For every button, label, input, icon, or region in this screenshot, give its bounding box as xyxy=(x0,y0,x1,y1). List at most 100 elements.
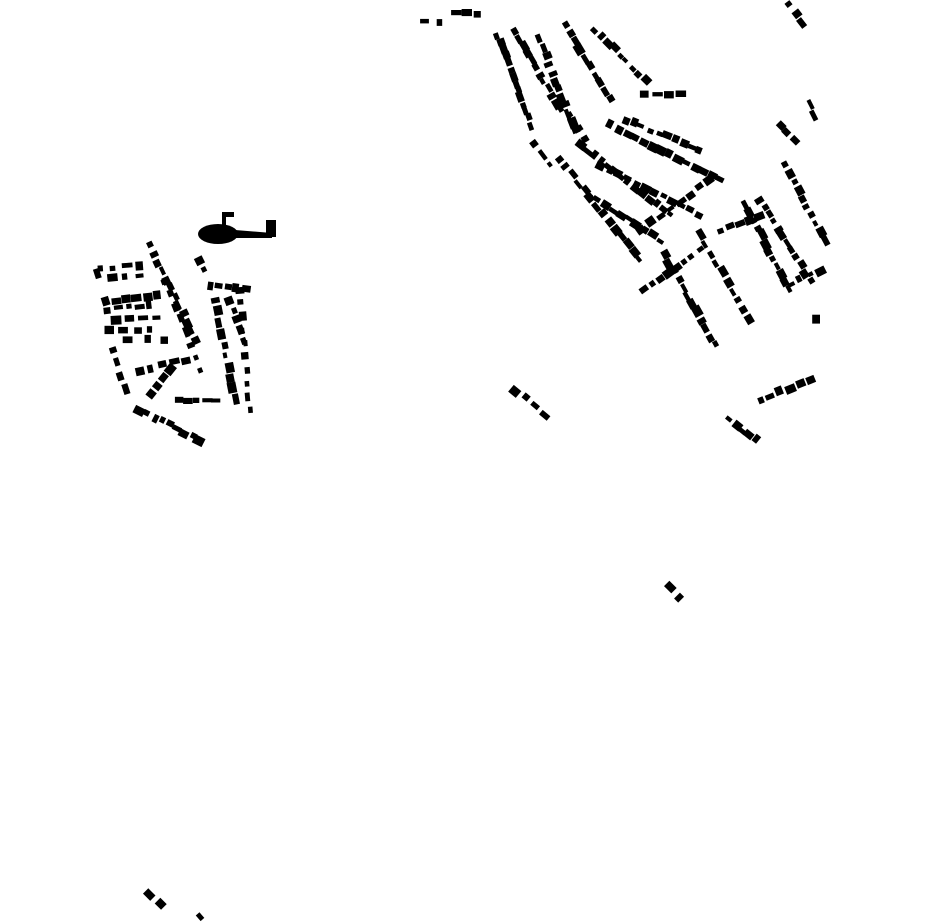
building-footprint xyxy=(608,206,619,216)
building-footprint xyxy=(658,204,669,215)
building-footprint xyxy=(118,326,128,334)
building-footprint xyxy=(158,266,167,276)
building-footprint xyxy=(597,207,609,219)
building-footprint xyxy=(609,41,621,54)
building-footprint xyxy=(653,143,668,157)
building-footprint xyxy=(550,77,560,88)
building-footprint xyxy=(121,273,128,281)
building-footprint xyxy=(461,9,472,17)
building-footprint xyxy=(526,121,535,131)
building-footprint xyxy=(807,271,814,278)
building-footprint xyxy=(507,66,516,75)
building-footprint xyxy=(158,415,167,424)
building-footprint xyxy=(757,396,765,405)
building-footprint xyxy=(420,18,429,24)
building-footprint xyxy=(121,383,131,396)
building-footprint xyxy=(522,47,533,59)
building-footprint xyxy=(795,378,807,389)
building-footprint xyxy=(612,168,624,180)
building-footprint xyxy=(126,303,132,309)
building-footprint xyxy=(160,336,168,344)
building-footprint xyxy=(629,183,642,195)
building-footprint xyxy=(656,237,665,245)
building-footprint xyxy=(791,8,803,20)
building-footprint xyxy=(716,227,725,235)
building-footprint xyxy=(606,93,616,104)
building-footprint xyxy=(589,26,599,35)
building-footprint xyxy=(224,361,236,374)
building-footprint xyxy=(694,210,704,220)
building-footprint xyxy=(775,229,788,242)
building-footprint xyxy=(592,194,602,204)
building-footprint xyxy=(120,294,131,304)
building-footprint xyxy=(753,224,763,233)
building-footprint xyxy=(145,300,152,310)
building-footprint xyxy=(146,240,154,249)
building-footprint xyxy=(124,314,135,322)
building-footprint xyxy=(646,228,660,240)
building-footprint xyxy=(542,50,553,61)
building-footprint xyxy=(682,291,691,302)
building-footprint xyxy=(743,313,755,326)
building-footprint xyxy=(237,298,244,305)
building-footprint xyxy=(231,314,242,325)
building-footprint xyxy=(244,392,251,402)
building-footprint xyxy=(685,190,697,201)
building-footprint xyxy=(812,219,819,227)
building-footprint xyxy=(707,170,719,180)
building-footprint xyxy=(142,292,154,302)
building-footprint xyxy=(157,359,168,369)
buildings-layer xyxy=(92,0,831,922)
building-footprint xyxy=(696,316,707,326)
building-footprint xyxy=(177,428,190,440)
building-footprint xyxy=(224,283,233,291)
building-footprint xyxy=(192,354,200,361)
building-footprint xyxy=(560,99,571,109)
building-footprint xyxy=(514,34,524,45)
building-footprint xyxy=(510,26,520,37)
building-footprint xyxy=(596,31,607,41)
building-footprint xyxy=(773,385,784,397)
building-footprint xyxy=(781,127,792,138)
building-footprint xyxy=(794,274,803,284)
building-footprint xyxy=(137,315,149,321)
building-footprint xyxy=(92,267,102,280)
building-footprint xyxy=(773,262,781,271)
building-footprint xyxy=(687,143,698,152)
building-footprint xyxy=(636,122,645,129)
building-footprint xyxy=(168,357,181,366)
building-footprint xyxy=(566,116,580,130)
building-footprint xyxy=(211,398,221,403)
building-footprint xyxy=(216,328,227,341)
building-footprint xyxy=(244,380,250,387)
building-footprint xyxy=(436,19,443,26)
building-footprint xyxy=(594,160,606,172)
building-footprint xyxy=(633,69,643,79)
building-footprint xyxy=(191,434,206,448)
building-footprint xyxy=(675,196,688,208)
building-footprint xyxy=(764,392,775,401)
building-footprint xyxy=(223,295,235,307)
building-footprint xyxy=(621,56,629,64)
building-footprint xyxy=(171,301,181,313)
building-footprint xyxy=(700,239,709,249)
building-footprint xyxy=(807,276,816,285)
building-footprint xyxy=(604,216,617,228)
building-footprint xyxy=(163,362,177,377)
building-footprint xyxy=(113,304,124,311)
building-footprint xyxy=(503,55,513,67)
building-footprint xyxy=(152,290,162,300)
building-footprint xyxy=(622,174,633,183)
building-footprint xyxy=(769,217,777,225)
building-footprint xyxy=(635,255,643,263)
building-footprint xyxy=(247,406,253,414)
building-footprint xyxy=(680,258,688,266)
building-footprint xyxy=(239,336,248,346)
building-footprint xyxy=(717,264,730,278)
building-footprint xyxy=(109,265,116,272)
building-footprint xyxy=(798,268,810,280)
building-footprint xyxy=(530,400,541,411)
building-footprint xyxy=(186,341,196,350)
